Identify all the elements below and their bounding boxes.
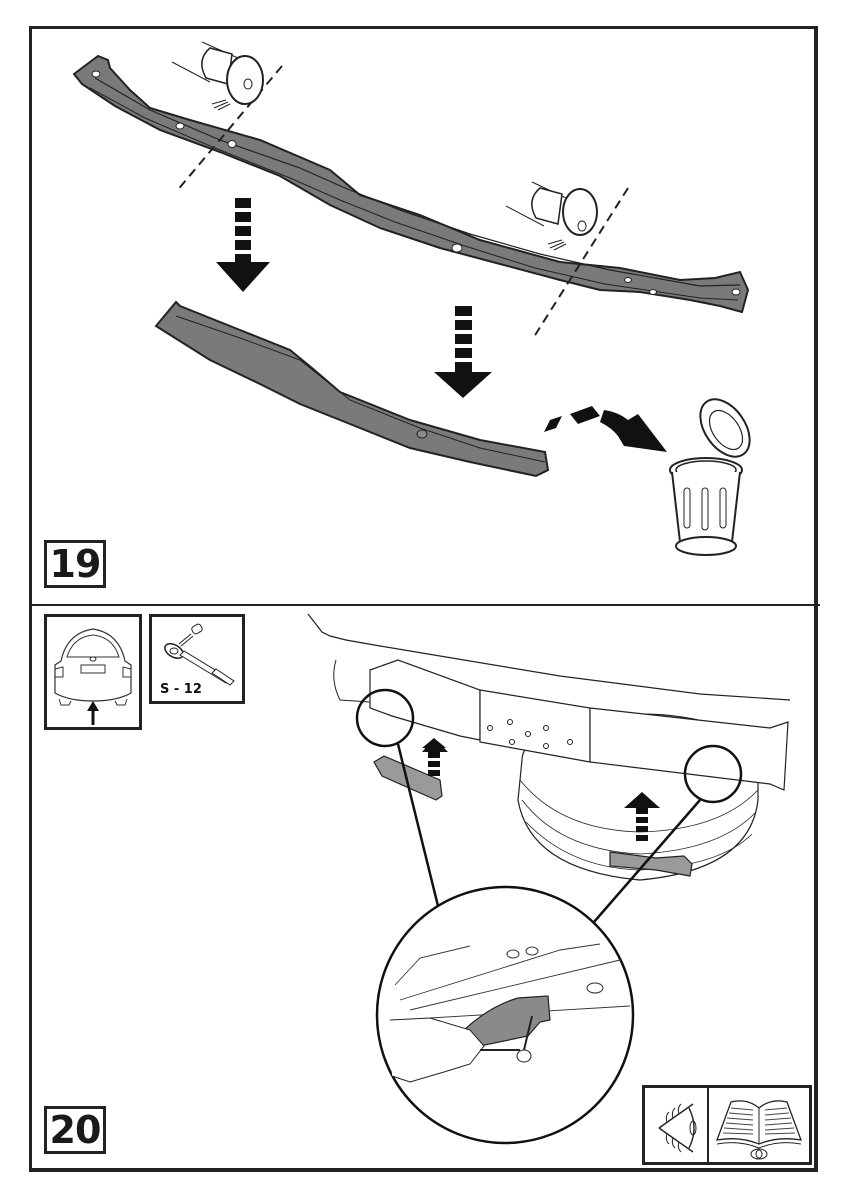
vehicle-view-box: [44, 614, 142, 730]
step-number-20: 20: [44, 1106, 106, 1154]
step-number-label: 20: [49, 1108, 102, 1152]
detail-magnifier-icon-right: [683, 744, 743, 804]
grinder-disc-icon-right: [505, 181, 598, 251]
discard-arrow-icon: [544, 406, 667, 452]
step-number-label: 19: [49, 542, 102, 586]
eye-cell: [645, 1088, 709, 1162]
cut-line-left: [175, 65, 283, 193]
page-frame: [29, 26, 818, 1172]
step-divider: [29, 604, 820, 606]
tool-size-label: S - 12: [160, 682, 202, 697]
down-arrow-icon-left: [216, 198, 270, 292]
down-arrow-icon-right: [434, 306, 492, 398]
vehicle-frame-diagram: [307, 613, 791, 1145]
up-arrow-icon-left: [422, 738, 448, 776]
manual-book-icon: [715, 1100, 803, 1160]
detail-magnifier-icon-left: [355, 688, 415, 748]
trash-bin-icon: [669, 398, 751, 556]
rear-frame-icon: [369, 659, 789, 791]
eye-icon: [658, 1103, 697, 1153]
grinder-disc-icon-left: [171, 41, 264, 111]
bracket-icon-right: [609, 851, 693, 877]
crossmember-cut-section: [154, 300, 550, 478]
book-cell: [709, 1088, 809, 1162]
bracket-icon-left: [373, 755, 443, 801]
up-arrow-icon-right: [624, 792, 660, 841]
ratchet-wrench-icon: [164, 623, 235, 686]
step-number-19: 19: [44, 540, 106, 588]
crossmember-original-icon: [72, 41, 751, 556]
car-rear-view-icon: [54, 628, 132, 725]
tool-box: S - 12: [149, 614, 245, 704]
reference-manual-box: [642, 1085, 812, 1165]
crossmember-upper: [72, 54, 750, 314]
vehicle-body-outline: [307, 613, 791, 701]
hand-tightening-icon: [375, 885, 635, 1145]
